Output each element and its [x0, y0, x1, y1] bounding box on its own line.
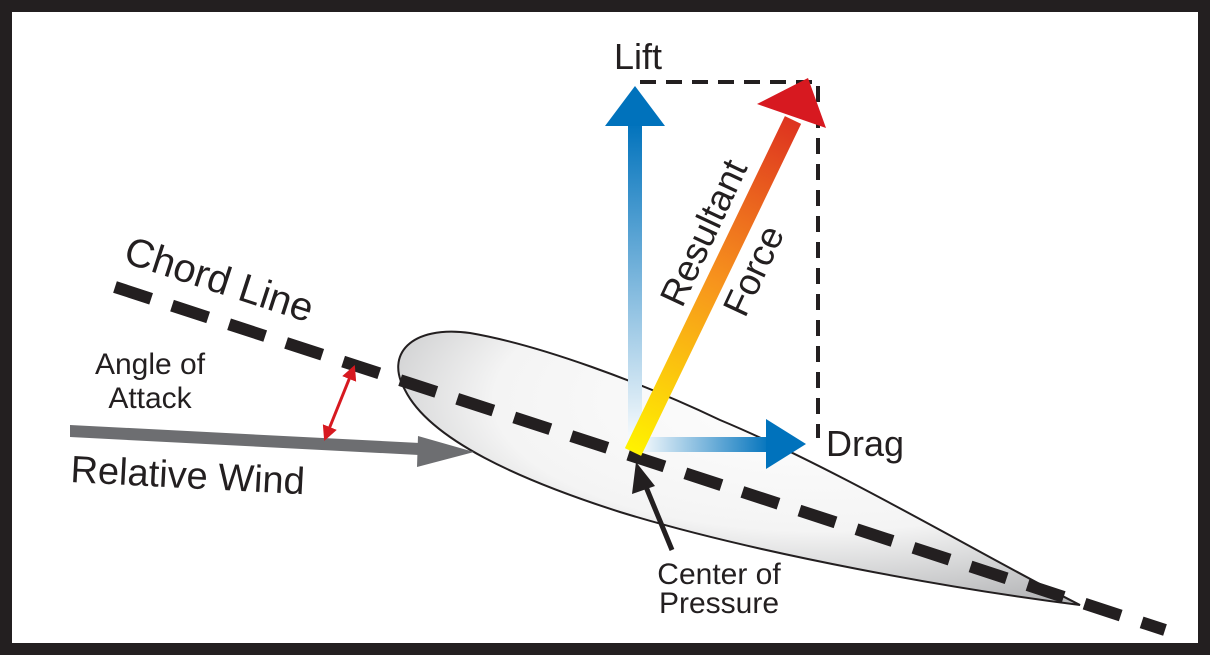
- lift-label: Lift: [614, 36, 662, 77]
- resultant-force-arrow: [624, 78, 826, 456]
- chord-line: [113, 281, 1167, 636]
- center-of-pressure-label-line2: Pressure: [659, 587, 779, 620]
- center-of-pressure-pointer: [632, 462, 675, 551]
- lift-arrow: [605, 86, 665, 450]
- relative-wind-arrow: [70, 425, 474, 467]
- center-of-pressure-label-line1: Center of: [657, 558, 781, 591]
- drag-arrow: [635, 419, 806, 469]
- airfoil: [397, 330, 1081, 606]
- drag-label: Drag: [826, 423, 904, 464]
- angle-of-attack-marker: [322, 365, 357, 441]
- angle-of-attack-label-line1: Angle of: [95, 348, 206, 381]
- angle-of-attack-label-line2: Attack: [108, 382, 192, 415]
- force-components-box: [640, 80, 820, 438]
